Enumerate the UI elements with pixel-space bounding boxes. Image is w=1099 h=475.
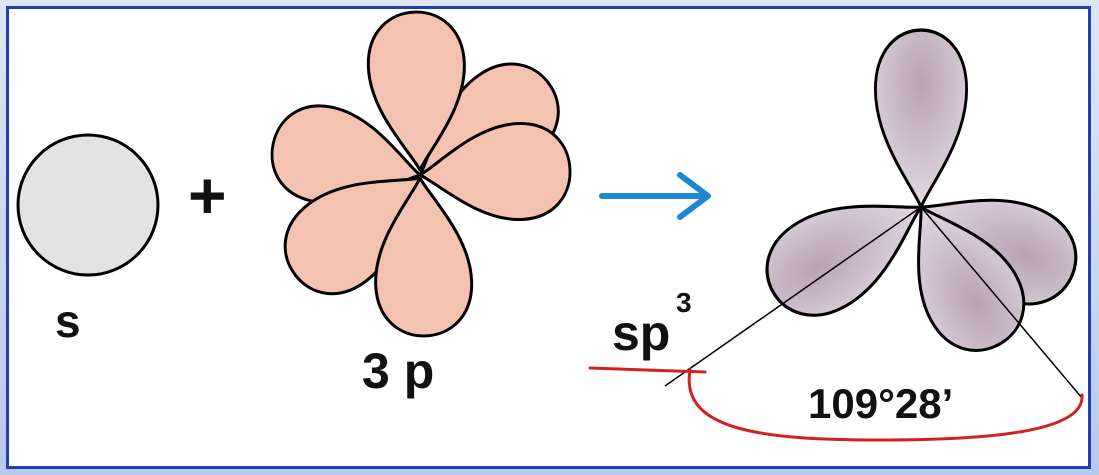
sp3-orbitals bbox=[747, 28, 1094, 370]
three-p-label: 3 p bbox=[362, 343, 434, 399]
bond-axes bbox=[664, 206, 1083, 399]
sp3-label: sp bbox=[612, 305, 670, 361]
angle-arc bbox=[588, 366, 1084, 442]
sp3-lobe-top bbox=[873, 28, 969, 209]
plus-sign: + bbox=[188, 158, 227, 232]
sp3-superscript: 3 bbox=[676, 287, 692, 318]
s-label: s bbox=[55, 295, 81, 347]
p-orbitals bbox=[261, 8, 579, 340]
s-orbital bbox=[16, 133, 160, 277]
reaction-arrow bbox=[599, 172, 711, 220]
angle-label: 109°28’ bbox=[808, 380, 953, 427]
